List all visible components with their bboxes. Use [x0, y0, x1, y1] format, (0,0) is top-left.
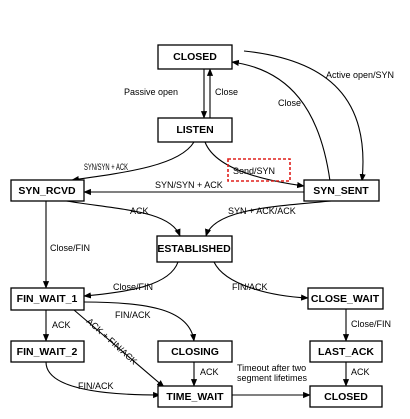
state-closed-bottom-label: CLOSED — [324, 391, 368, 403]
state-time-wait: TIME_WAIT — [157, 385, 233, 408]
label-syn-syn-listen: SYN/SYN + ACK — [84, 162, 128, 172]
send-syn-highlight — [227, 158, 291, 182]
edge-listen-synsent — [204, 141, 305, 189]
label-send-syn: Send/SYN — [233, 166, 275, 176]
state-last-ack-label: LAST_ACK — [318, 346, 374, 358]
label-close-fin-2: Close/FIN — [113, 282, 153, 292]
label-close-fin-3: Close/FIN — [351, 319, 391, 329]
state-established: ESTABLISHED — [156, 235, 233, 263]
edge-listen-synrcvd — [71, 141, 195, 183]
edge-finwait1-timewait — [73, 309, 165, 388]
label-syn-ack-ack: SYN + ACK/ACK — [228, 206, 296, 216]
state-syn-rcvd-label: SYN_RCVD — [18, 185, 76, 197]
label-ack-3: ACK — [200, 367, 219, 377]
label-ack-1: ACK — [130, 206, 149, 216]
label-fin-ack-1: FIN/ACK — [232, 282, 268, 292]
label-timeout-1: Timeout after two — [237, 363, 306, 373]
state-closed-top: CLOSED — [157, 44, 233, 70]
state-close-wait-label: CLOSE_WAIT — [311, 293, 380, 305]
state-fin-wait-1-label: FIN_WAIT_1 — [17, 293, 78, 305]
label-active-open: Active open/SYN — [326, 70, 394, 80]
edge-finwait1-closing — [83, 301, 197, 342]
state-syn-sent-label: SYN_SENT — [313, 185, 369, 197]
state-closing-label: CLOSING — [171, 346, 219, 358]
label-syn-syn-ack: SYN/SYN + ACK — [155, 180, 223, 190]
edge-established-closewait — [213, 261, 309, 301]
state-time-wait-label: TIME_WAIT — [166, 391, 224, 403]
label-fin-ack-3: FIN/ACK — [78, 381, 114, 391]
state-last-ack: LAST_ACK — [309, 340, 383, 363]
state-closed-bottom: CLOSED — [309, 385, 383, 408]
label-ack-4: ACK — [351, 367, 370, 377]
label-timeout-2: segment lifetimes — [237, 373, 308, 383]
state-closed-top-label: CLOSED — [173, 51, 217, 63]
label-fin-ack-2: FIN/ACK — [115, 310, 151, 320]
edge-synsent-established — [205, 199, 341, 237]
label-ack-2: ACK — [52, 320, 71, 330]
edge-active-open — [243, 50, 366, 182]
label-close-fin-1: Close/FIN — [50, 243, 90, 253]
edge-established-finwait1 — [83, 261, 179, 299]
edge-synrcvd-established — [59, 199, 181, 237]
state-close-wait: CLOSE_WAIT — [307, 287, 384, 310]
edge-close-synsent — [231, 59, 331, 182]
state-syn-sent: SYN_SENT — [303, 179, 380, 202]
state-established-label: ESTABLISHED — [157, 243, 231, 255]
label-close-1: Close — [215, 87, 238, 97]
state-listen-label: LISTEN — [176, 124, 213, 136]
edge-finwait2-timewait — [45, 361, 161, 399]
label-passive-open: Passive open — [124, 87, 178, 97]
state-fin-wait-2: FIN_WAIT_2 — [10, 340, 85, 363]
state-closing: CLOSING — [157, 340, 233, 363]
label-ack-fin-ack: ACK + FIN/ACK — [85, 316, 139, 366]
state-syn-rcvd: SYN_RCVD — [10, 179, 85, 202]
state-fin-wait-1: FIN_WAIT_1 — [10, 287, 85, 311]
state-listen: LISTEN — [157, 117, 233, 143]
label-close-2: Close — [278, 98, 301, 108]
state-fin-wait-2-label: FIN_WAIT_2 — [17, 346, 78, 358]
